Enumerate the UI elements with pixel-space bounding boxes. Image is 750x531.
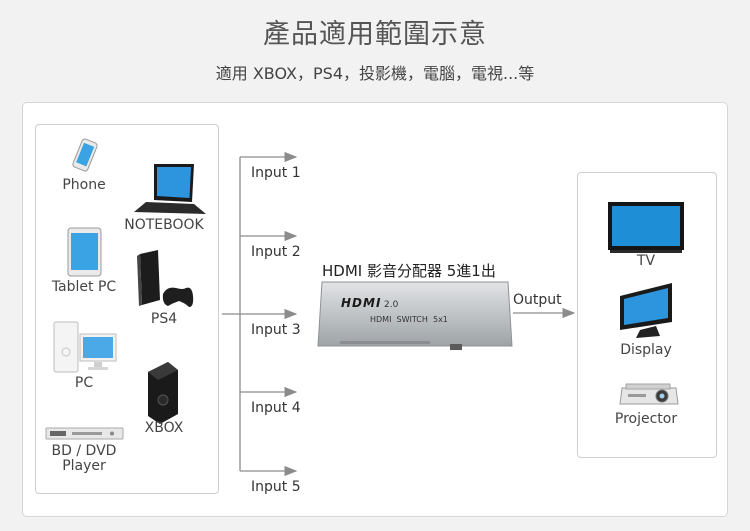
input-5-label: Input 5 [251, 479, 301, 495]
source-label-xbox: XBOX [144, 420, 184, 436]
input-3-label: Input 3 [251, 322, 301, 338]
input-1-label: Input 1 [251, 165, 301, 181]
xbox-icon [148, 362, 178, 424]
monitor-icon [620, 283, 672, 338]
ps4-icon [137, 250, 194, 307]
source-label-pc: PC [74, 375, 94, 391]
input-4-label: Input 4 [251, 400, 301, 416]
source-label-ps4: PS4 [150, 311, 178, 327]
input-2-label: Input 2 [251, 244, 301, 260]
output-label-display: Display [620, 342, 672, 358]
hdmi-logo: HDMI [341, 296, 382, 310]
tv-icon [608, 202, 684, 253]
source-label-dvd: BD / DVD Player [51, 443, 117, 474]
output-label-projector: Projector [614, 411, 678, 427]
notebook-icon [134, 164, 206, 214]
output-label: Output [513, 292, 562, 308]
projector-icon [619, 383, 679, 405]
output-label-tv: TV [636, 253, 656, 269]
dvd-player-icon [45, 427, 124, 440]
source-label-notebook: NOTEBOOK [124, 217, 204, 233]
device-title: HDMI 影音分配器 5進1出 [322, 262, 496, 280]
hdmi-version: 2.0 [384, 300, 399, 310]
phone-icon [72, 138, 98, 172]
source-label-phone: Phone [62, 177, 106, 193]
device-model-label: HDMI SWITCH 5x1 [370, 315, 448, 324]
pc-icon [53, 321, 117, 373]
tablet-icon [67, 227, 102, 277]
page-subtitle: 適用 XBOX，PS4，投影機，電腦，電視...等 [215, 64, 535, 83]
page-title: 產品適用範圍示意 [263, 19, 487, 50]
source-label-tablet: Tablet PC [51, 279, 117, 295]
